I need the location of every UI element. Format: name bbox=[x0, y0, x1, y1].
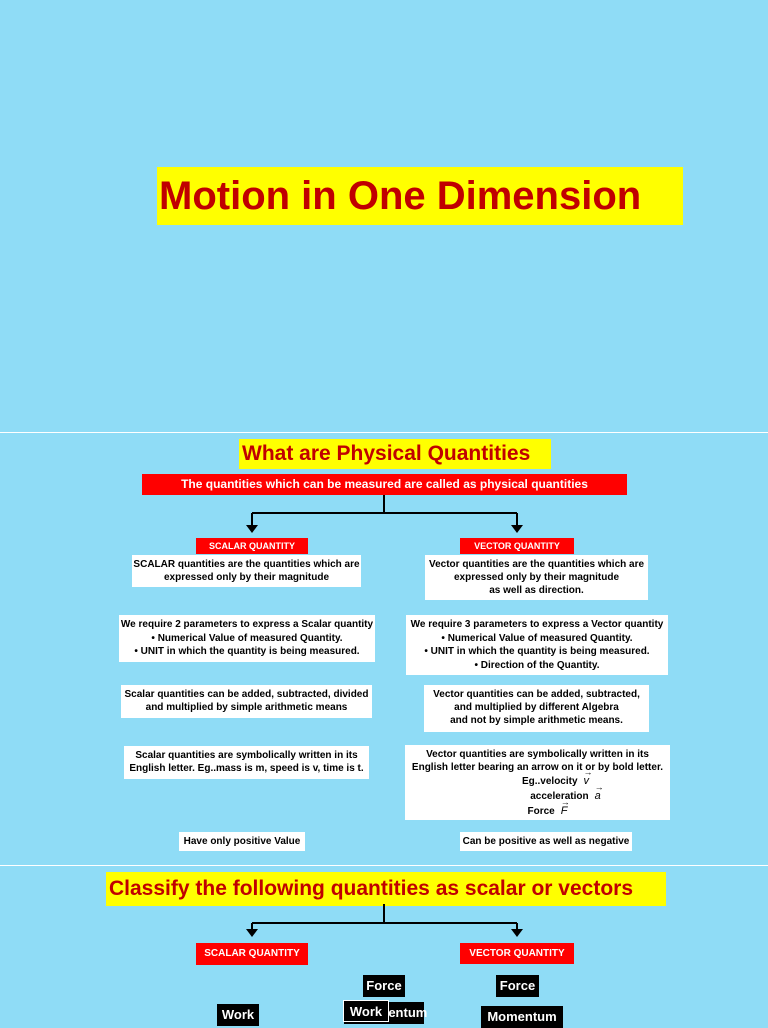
text-line: We require 3 parameters to express a Vec… bbox=[410, 619, 664, 630]
item-force-center[interactable]: Force bbox=[363, 975, 405, 997]
text-line: and multiplied by different Algebra bbox=[454, 702, 619, 713]
text-line: Vector quantities can be added, subtract… bbox=[433, 689, 640, 700]
tree-connector bbox=[246, 904, 523, 937]
vector-operations-box: Vector quantities can be added, subtract… bbox=[424, 685, 649, 732]
text-line: English letter bearing an arrow on it or… bbox=[411, 762, 664, 773]
definition-banner: The quantities which can be measured are… bbox=[142, 474, 627, 495]
example-name: Force bbox=[527, 806, 555, 817]
bullet-item: • UNIT in which the quantity is being me… bbox=[134, 646, 360, 657]
example-acceleration: acceleration a bbox=[461, 780, 670, 804]
slide-divider bbox=[0, 432, 768, 433]
slide-title: Motion in One Dimension bbox=[0, 0, 768, 432]
text-line: Scalar quantities are symbolically writt… bbox=[135, 750, 358, 761]
item-work-center[interactable]: Work bbox=[343, 1000, 389, 1022]
vector-sign-box: Can be positive as well as negative bbox=[460, 832, 632, 851]
vector-parameters-box: We require 3 parameters to express a Vec… bbox=[406, 615, 668, 675]
example-name: Eg..velocity bbox=[521, 776, 578, 787]
text-line: expressed only by their magnitude bbox=[163, 572, 330, 583]
vector-arrow-icon: v bbox=[584, 765, 592, 788]
tree-connector bbox=[246, 495, 523, 533]
text-line: as well as direction. bbox=[489, 585, 584, 596]
vector-definition-box: Vector quantities are the quantities whi… bbox=[425, 555, 648, 600]
text-line: and multiplied by simple arithmetic mean… bbox=[145, 702, 348, 713]
scalar-sign-box: Have only positive Value bbox=[179, 832, 305, 851]
scalar-operations-box: Scalar quantities can be added, subtract… bbox=[121, 685, 372, 718]
example-force: Force F bbox=[425, 795, 670, 819]
bullet-item: • UNIT in which the quantity is being me… bbox=[424, 646, 650, 657]
vector-quantity-label: VECTOR QUANTITY bbox=[460, 538, 574, 554]
vector-arrow-icon: a bbox=[595, 780, 604, 803]
slide-divider bbox=[0, 865, 768, 866]
example-name: acceleration bbox=[530, 791, 589, 802]
scalar-parameters-box: We require 2 parameters to express a Sca… bbox=[119, 615, 375, 662]
item-work-left[interactable]: Work bbox=[217, 1004, 259, 1026]
scalar-symbol-box: Scalar quantities are symbolically writt… bbox=[124, 746, 369, 779]
slide-classify: Classify the following quantities as sca… bbox=[0, 866, 768, 1028]
scalar-quantity-label: SCALAR QUANTITY bbox=[196, 943, 308, 965]
text-line: Scalar quantities can be added, subtract… bbox=[124, 689, 369, 700]
scalar-quantity-label: SCALAR QUANTITY bbox=[196, 538, 308, 554]
bullet-item: • Numerical Value of measured Quantity. bbox=[151, 632, 343, 644]
example-velocity: Eg..velocity v bbox=[441, 765, 670, 789]
text-line: Vector quantities are symbolically writt… bbox=[426, 749, 649, 760]
slide-physical-quantities: What are Physical Quantities The quantit… bbox=[0, 433, 768, 865]
text-line: and not by simple arithmetic means. bbox=[450, 715, 623, 726]
page-title: Motion in One Dimension bbox=[157, 167, 683, 225]
section-heading: Classify the following quantities as sca… bbox=[106, 872, 666, 906]
vector-arrow-icon: F bbox=[561, 795, 570, 818]
section-heading: What are Physical Quantities bbox=[239, 439, 551, 469]
item-momentum-right[interactable]: Momentum bbox=[481, 1006, 563, 1028]
text-line: expressed only by their magnitude bbox=[453, 572, 620, 583]
bullet-item: • Numerical Value of measured Quantity. bbox=[441, 632, 633, 644]
text-line: SCALAR quantities are the quantities whi… bbox=[133, 559, 360, 570]
text-line: English letter. Eg..mass is m, speed is … bbox=[129, 763, 364, 774]
vector-symbol-box: Vector quantities are symbolically writt… bbox=[405, 745, 670, 820]
bullet-item: • Direction of the Quantity. bbox=[474, 659, 600, 671]
vector-quantity-label: VECTOR QUANTITY bbox=[460, 943, 574, 964]
scalar-definition-box: SCALAR quantities are the quantities whi… bbox=[132, 555, 361, 587]
item-force-right[interactable]: Force bbox=[496, 975, 539, 997]
text-line: We require 2 parameters to express a Sca… bbox=[120, 619, 374, 630]
text-line: Vector quantities are the quantities whi… bbox=[428, 559, 645, 570]
